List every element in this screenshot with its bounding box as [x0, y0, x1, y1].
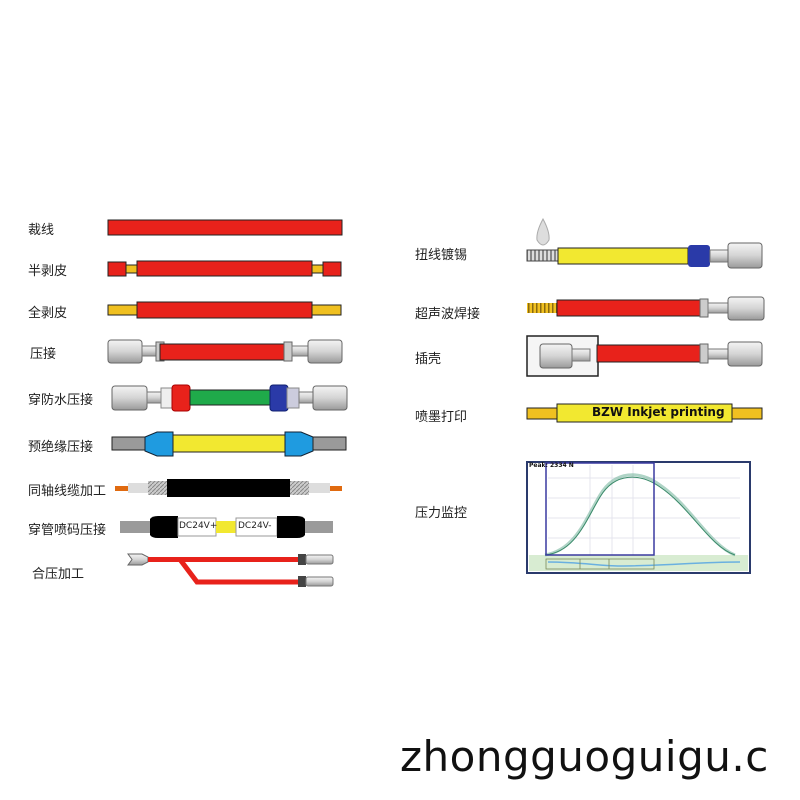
step-label-joint-crimp: 合压加工: [32, 567, 85, 582]
step-label-crimp: 压接: [30, 347, 57, 362]
wire-coax: [115, 479, 342, 497]
step-label-twist-tin: 扭线镀锡: [415, 248, 468, 263]
sleeve-label-negative: DC24V-: [238, 521, 272, 531]
wire-joint-crimp: [127, 553, 334, 587]
step-label-waterproof-crimp: 穿防水压接: [28, 393, 94, 408]
step-label-inkjet: 喷墨打印: [415, 410, 468, 425]
wire-cut: [107, 219, 343, 236]
wire-ultrasonic: [527, 296, 765, 321]
watermark: zhongguoguigu.c: [400, 732, 769, 781]
inkjet-print-text: BZW Inkjet printing: [592, 405, 725, 419]
wire-pre-insulated: [111, 431, 347, 457]
step-label-coax: 同轴线缆加工: [28, 484, 107, 499]
step-label-ultrasonic: 超声波焊接: [415, 307, 481, 322]
wire-waterproof-crimp: [111, 384, 348, 412]
step-label-full-strip: 全剥皮: [28, 306, 68, 321]
wire-half-strip: [107, 260, 342, 277]
step-label-cut: 裁线: [28, 223, 55, 238]
step-label-pre-insulated: 预绝缘压接: [28, 440, 94, 455]
step-label-pressure-monitor: 压力监控: [415, 506, 468, 521]
wire-sleeve-print: [120, 516, 333, 538]
step-label-housing: 插壳: [415, 352, 442, 367]
flame-drop-icon: [536, 217, 550, 246]
sleeve-label-positive: DC24V+: [179, 521, 218, 531]
pressure-chart: [526, 461, 751, 574]
wire-full-strip: [107, 301, 342, 319]
wire-crimp: [107, 339, 343, 364]
wire-inkjet: [526, 403, 763, 423]
wire-twist-tin: [526, 217, 763, 269]
wire-housing: [526, 335, 763, 377]
step-label-sleeve-print: 穿管喷码压接: [28, 523, 107, 538]
chart-peak-label: Peak: 2334 N: [529, 462, 574, 469]
step-label-half-strip: 半剥皮: [28, 264, 68, 279]
